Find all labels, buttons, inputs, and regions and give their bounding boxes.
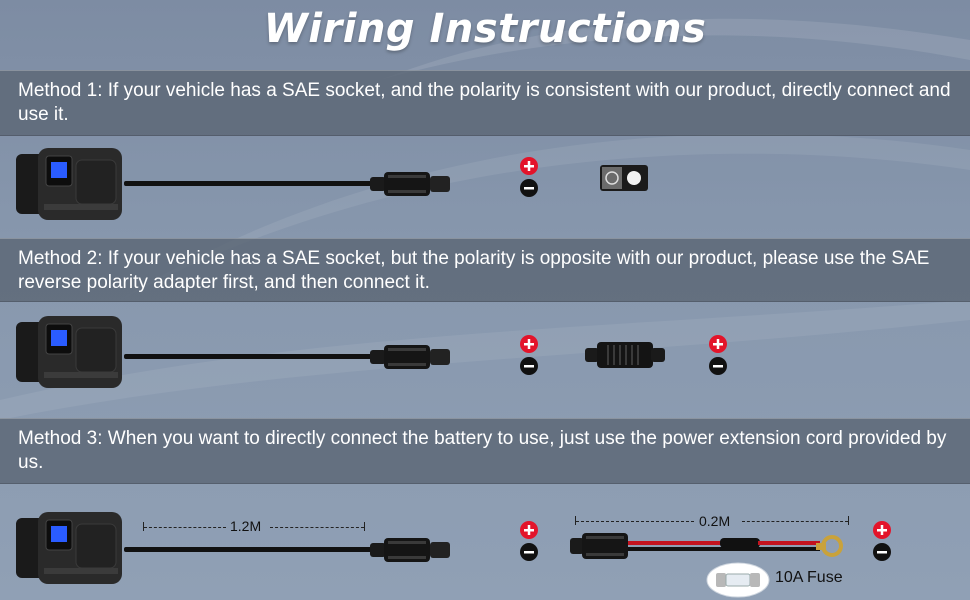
polarity-plus-minus-icon — [873, 521, 891, 561]
dimension-line — [742, 521, 848, 522]
method-3-band: Method 3: When you want to directly conn… — [0, 418, 970, 484]
dimension-tick — [575, 516, 576, 525]
battery-extension-cord-icon — [570, 533, 843, 559]
sae-connector-icon — [370, 538, 450, 562]
dimension-line — [144, 527, 226, 528]
cable-length-label: 0.2M — [699, 513, 731, 529]
dimension-line — [576, 521, 694, 522]
sae-connector-icon — [370, 345, 450, 369]
cable — [124, 547, 374, 552]
dimension-tick — [364, 522, 365, 531]
method-2-diagram — [0, 306, 970, 406]
dimension-tick — [848, 516, 849, 525]
polarity-plus-minus-icon — [520, 157, 538, 197]
dimension-line — [270, 527, 364, 528]
method-2-band: Method 2: If your vehicle has a SAE sock… — [0, 238, 970, 302]
cable — [124, 354, 374, 359]
polarity-plus-minus-icon — [520, 521, 538, 561]
dimension-tick — [143, 522, 144, 531]
usb-socket-device — [16, 316, 122, 388]
reverse-polarity-adapter-icon — [585, 342, 665, 368]
fuse-label: 10A Fuse — [775, 569, 843, 586]
method-1-diagram — [0, 136, 970, 236]
sae-connector-icon — [370, 172, 450, 196]
method-1-band: Method 1: If your vehicle has a SAE sock… — [0, 70, 970, 136]
usb-socket-device — [16, 512, 122, 584]
fuse-icon — [706, 562, 770, 598]
method-1-text: Method 1: If your vehicle has a SAE sock… — [18, 80, 951, 125]
sae-socket-face-icon — [600, 165, 648, 191]
polarity-plus-minus-icon — [520, 335, 538, 375]
method-3-diagram: 1.2M 0.2M 10A Fuse — [0, 496, 970, 598]
page-title: Wiring Instructions — [263, 6, 707, 52]
cable-length-label: 1.2M — [230, 518, 262, 534]
method-3-text: Method 3: When you want to directly conn… — [18, 428, 947, 473]
usb-socket-device — [16, 148, 122, 220]
cable — [124, 181, 374, 186]
method-2-text: Method 2: If your vehicle has a SAE sock… — [18, 248, 930, 293]
polarity-plus-minus-icon — [709, 335, 727, 375]
